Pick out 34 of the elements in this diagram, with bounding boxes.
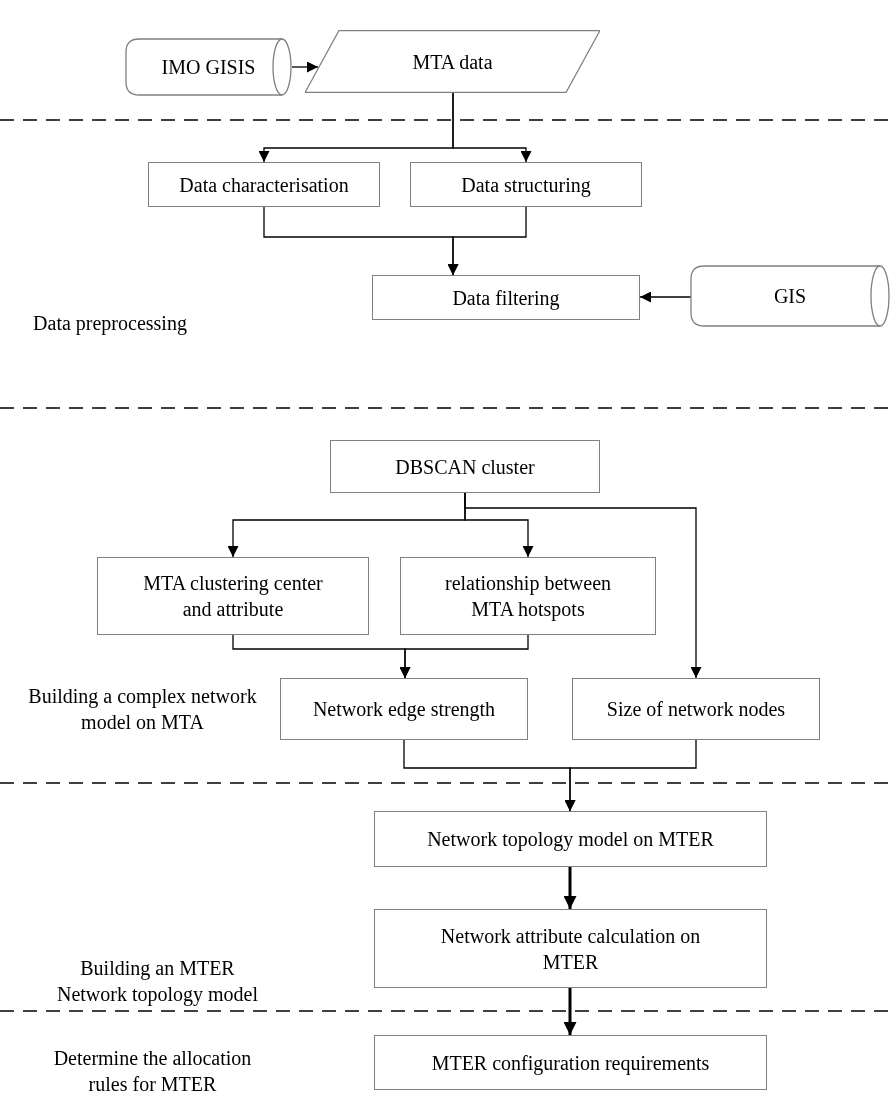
process-box — [280, 678, 528, 740]
process-box — [97, 557, 369, 635]
node-label: Data structuring — [460, 172, 592, 198]
process-box — [374, 1035, 767, 1090]
process-box — [148, 162, 380, 207]
arrow — [464, 492, 702, 679]
node-label: Network topology model on MTER — [426, 827, 715, 852]
arrow — [563, 867, 577, 909]
node-label: Network attribute calculation on MTER — [439, 923, 702, 975]
process-box — [330, 440, 600, 493]
arrow — [639, 291, 693, 303]
node-label: IMO GISIS — [160, 55, 257, 80]
arrow — [399, 634, 529, 679]
node-label: Data characterisation — [178, 172, 350, 198]
process-box — [572, 678, 820, 740]
process-box — [372, 275, 640, 320]
process-box — [374, 811, 767, 867]
node-label: Network edge strength — [311, 697, 497, 722]
node-label: MTA clustering center and attribute — [142, 571, 324, 622]
process-box — [400, 557, 656, 635]
process-box — [410, 162, 642, 207]
node-label: Data filtering — [451, 285, 561, 311]
arrow — [291, 61, 319, 73]
node-label: DBSCAN cluster — [394, 454, 536, 480]
arrow — [563, 988, 577, 1035]
arrow — [564, 739, 697, 812]
node-label: MTA data — [411, 49, 494, 75]
process-box — [374, 909, 767, 988]
arrow — [452, 92, 532, 163]
node-label: GIS — [772, 284, 808, 309]
node-label: MTER configuration requirements — [430, 1050, 711, 1076]
node-label: Size of network nodes — [605, 697, 787, 722]
node-label: relationship between MTA hotspots — [443, 571, 613, 622]
arrow — [447, 206, 527, 276]
